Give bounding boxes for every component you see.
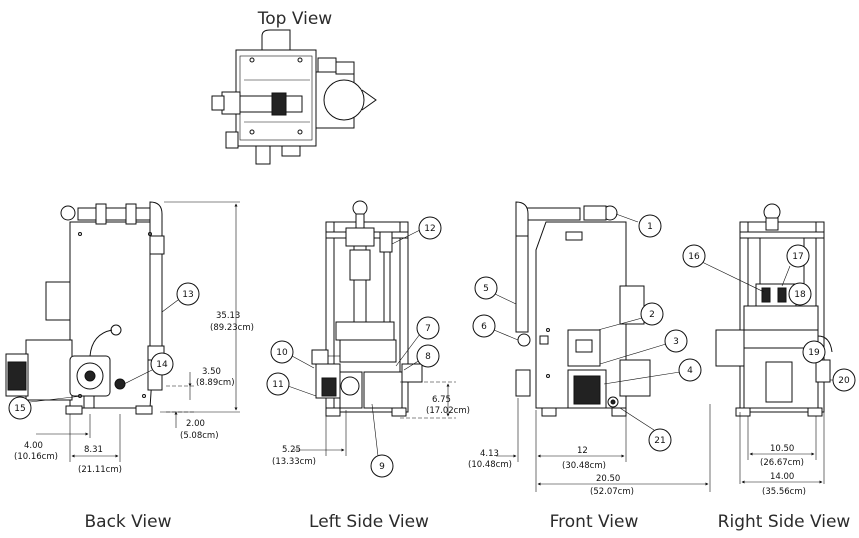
balloon-5-label: 5 [483, 284, 489, 294]
balloon-4-label: 4 [687, 366, 693, 376]
dim-831-cm: (21.11cm) [78, 465, 122, 475]
dim-1050-cm: (26.67cm) [760, 458, 804, 468]
front-view-drawing [515, 201, 651, 417]
dim-400-in: 4.00 [24, 441, 43, 451]
dim-2050-in: 20.50 [596, 474, 620, 484]
dim-831-in: 8.31 [84, 445, 103, 455]
balloon-19 [802, 340, 826, 364]
left-side-view-dimensions: 6.75 (17.02cm) 5.25 (13.33cm) [272, 381, 470, 467]
dim-525-in: 5.25 [282, 445, 301, 455]
balloon-21 [648, 428, 672, 452]
balloon-11 [266, 372, 290, 396]
dim-12-in: 12 [577, 446, 588, 456]
balloon-17 [786, 244, 810, 268]
dim-413-cm: (10.48cm) [468, 460, 512, 470]
front-view-dimensions: 4.13 (10.48cm) 12 (30.48cm) 20.50 (52.07… [468, 398, 711, 497]
back-view-dimensions: 35.13 (89.23cm) 3.50 (8.89cm) 2.00 (5.08… [14, 201, 254, 475]
balloon-10 [270, 340, 294, 364]
balloon-7 [416, 316, 440, 340]
dim-675-in: 6.75 [432, 395, 451, 405]
balloon-8 [416, 344, 440, 368]
callout-balloons: 1 2 3 4 5 6 7 [8, 213, 856, 478]
dim-350-in: 3.50 [202, 367, 221, 377]
dim-1400-in: 14.00 [770, 472, 794, 482]
balloon-12 [418, 216, 442, 240]
balloon-10-label: 10 [276, 348, 288, 358]
left-side-view-title: Left Side View [309, 512, 429, 532]
balloon-1 [638, 214, 662, 238]
dim-1400-cm: (35.56cm) [762, 487, 806, 497]
balloon-5 [474, 276, 498, 300]
balloon-11-label: 11 [272, 380, 283, 390]
balloon-20-label: 20 [838, 376, 850, 386]
front-view-title: Front View [549, 512, 639, 532]
balloon-14-label: 14 [156, 360, 168, 370]
left-side-view-drawing [311, 200, 423, 417]
dim-350-cm: (8.89cm) [196, 378, 235, 388]
balloon-9-label: 9 [379, 462, 385, 472]
balloon-12-label: 12 [424, 224, 435, 234]
back-view-title: Back View [84, 512, 172, 532]
balloon-13-label: 13 [182, 290, 193, 300]
balloon-2-label: 2 [649, 310, 655, 320]
balloon-15-label: 15 [14, 404, 25, 414]
balloon-1-label: 1 [647, 222, 653, 232]
balloon-3-label: 3 [673, 337, 679, 347]
dim-400-cm: (10.16cm) [14, 452, 58, 462]
balloon-6-label: 6 [481, 322, 487, 332]
top-view-drawing [211, 29, 377, 165]
balloon-18-label: 18 [794, 290, 806, 300]
dim-200-in: 2.00 [186, 419, 205, 429]
right-side-view-dimensions: 10.50 (26.67cm) 14.00 (35.56cm) [739, 412, 825, 497]
balloon-2 [640, 302, 664, 326]
dim-height-cm: (89.23cm) [210, 323, 254, 333]
balloon-15 [8, 396, 32, 420]
dim-413-in: 4.13 [480, 449, 499, 459]
balloon-4 [678, 358, 702, 382]
dim-200-cm: (5.08cm) [180, 431, 219, 441]
balloon-21-label: 21 [654, 436, 665, 446]
balloon-9 [370, 454, 394, 478]
balloon-7-label: 7 [425, 324, 431, 334]
back-view-drawing [5, 201, 165, 415]
balloon-20 [832, 368, 856, 392]
balloon-13 [176, 282, 200, 306]
top-view-title: Top View [257, 9, 333, 29]
dim-525-cm: (13.33cm) [272, 457, 316, 467]
balloon-17-label: 17 [792, 252, 803, 262]
balloon-8-label: 8 [425, 352, 431, 362]
balloon-19-label: 19 [808, 348, 820, 358]
balloon-16 [682, 244, 706, 268]
right-side-view-drawing [715, 203, 833, 417]
dim-12-cm: (30.48cm) [562, 461, 606, 471]
dim-675-cm: (17.02cm) [426, 406, 470, 416]
right-side-view-title: Right Side View [717, 512, 851, 532]
balloon-3 [664, 329, 688, 353]
dim-height-in: 35.13 [216, 311, 240, 321]
dim-2050-cm: (52.07cm) [590, 487, 634, 497]
balloon-16-label: 16 [688, 252, 700, 262]
dim-1050-in: 10.50 [770, 444, 794, 454]
balloon-14 [150, 352, 174, 376]
balloon-18 [788, 282, 812, 306]
balloon-6 [472, 314, 496, 338]
